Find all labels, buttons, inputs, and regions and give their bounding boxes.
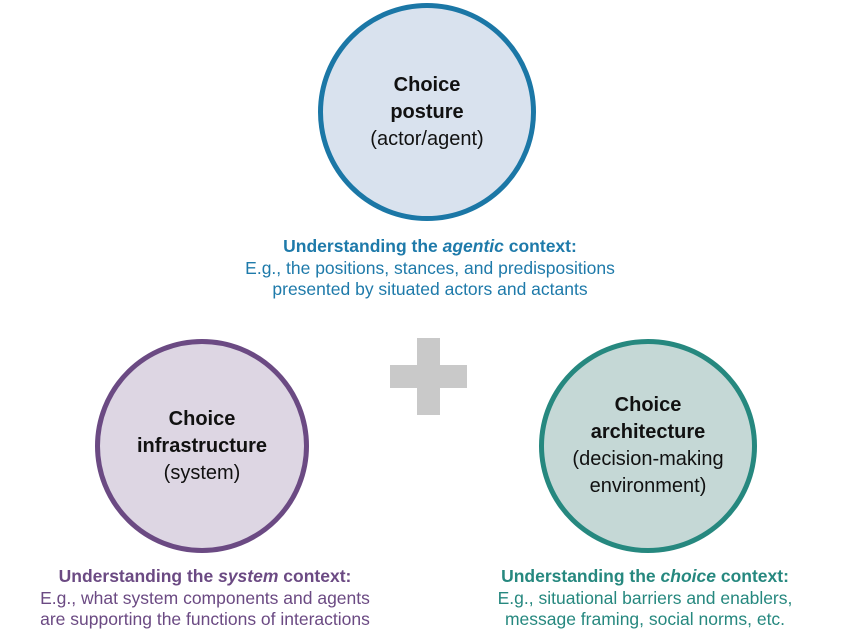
- node-title: Choice: [614, 394, 682, 416]
- node-subtitle: (system): [163, 461, 241, 484]
- node-subtitle: environment): [589, 475, 707, 497]
- caption-line: E.g., the positions, stances, and predis…: [245, 257, 615, 278]
- caption-heading-text: Understanding the: [501, 566, 661, 586]
- caption-line: message framing, social norms, etc.: [504, 609, 786, 629]
- caption-heading: Understanding the agentic context:: [180, 236, 680, 258]
- node-subtitle: (actor/agent): [370, 127, 484, 150]
- caption-heading-emphasis: agentic: [442, 236, 504, 256]
- caption-heading-text: Understanding the: [58, 566, 219, 586]
- caption-heading: Understanding the choice context:: [440, 566, 850, 588]
- node-title: Choice: [393, 73, 461, 96]
- caption-heading-emphasis: choice: [660, 566, 716, 586]
- plus-icon: [390, 338, 467, 415]
- choice-architecture-node: Choice architecture (decision-making env…: [539, 339, 757, 553]
- caption-heading-emphasis: system: [218, 566, 279, 586]
- caption-line: E.g., what system components and agents: [40, 587, 370, 608]
- caption-heading-text: context:: [278, 566, 352, 586]
- caption-heading-text: context:: [503, 236, 577, 256]
- choice-infrastructure-node: Choice infrastructure (system): [95, 339, 309, 553]
- node-title: Choice: [168, 407, 236, 430]
- node-title: architecture: [590, 421, 706, 443]
- node-title: infrastructure: [136, 434, 268, 457]
- caption-line: E.g., situational barriers and enablers,: [497, 587, 793, 608]
- agentic-context-caption: Understanding the agentic context: E.g.,…: [180, 236, 680, 301]
- system-context-caption: Understanding the system context: E.g., …: [0, 566, 410, 631]
- node-subtitle: (decision-making: [572, 448, 724, 470]
- node-title: posture: [390, 100, 464, 123]
- choice-context-caption: Understanding the choice context: E.g., …: [440, 566, 850, 631]
- caption-heading-text: context:: [715, 566, 789, 586]
- caption-heading: Understanding the system context:: [0, 566, 410, 588]
- caption-line: are supporting the functions of interact…: [40, 609, 370, 629]
- caption-heading-text: Understanding the: [283, 236, 443, 256]
- caption-line: presented by situated actors and actants: [272, 279, 588, 299]
- choice-posture-node: Choice posture (actor/agent): [318, 3, 536, 221]
